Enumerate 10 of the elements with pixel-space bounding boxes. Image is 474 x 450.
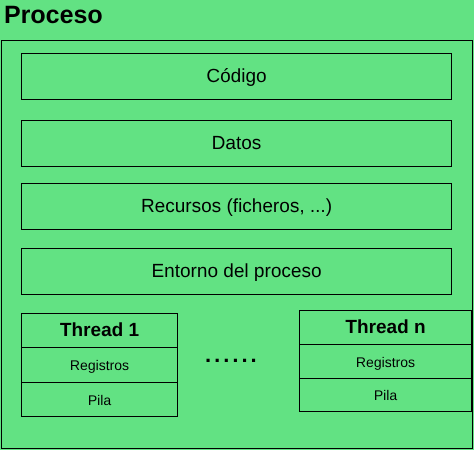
thread-heading: Thread n — [344, 317, 427, 339]
process-title: Proceso — [4, 0, 103, 30]
thread-panel — [21, 313, 178, 417]
section-box: Recursos (ficheros, ...) — [21, 183, 452, 230]
thread-heading: Thread 1 — [58, 320, 140, 342]
section-box: Datos — [21, 120, 452, 167]
ellipsis-dots: ...... — [205, 342, 260, 368]
thread-panel — [299, 310, 472, 412]
section-box: Entorno del proceso — [21, 248, 452, 295]
section-box: Código — [21, 53, 452, 100]
